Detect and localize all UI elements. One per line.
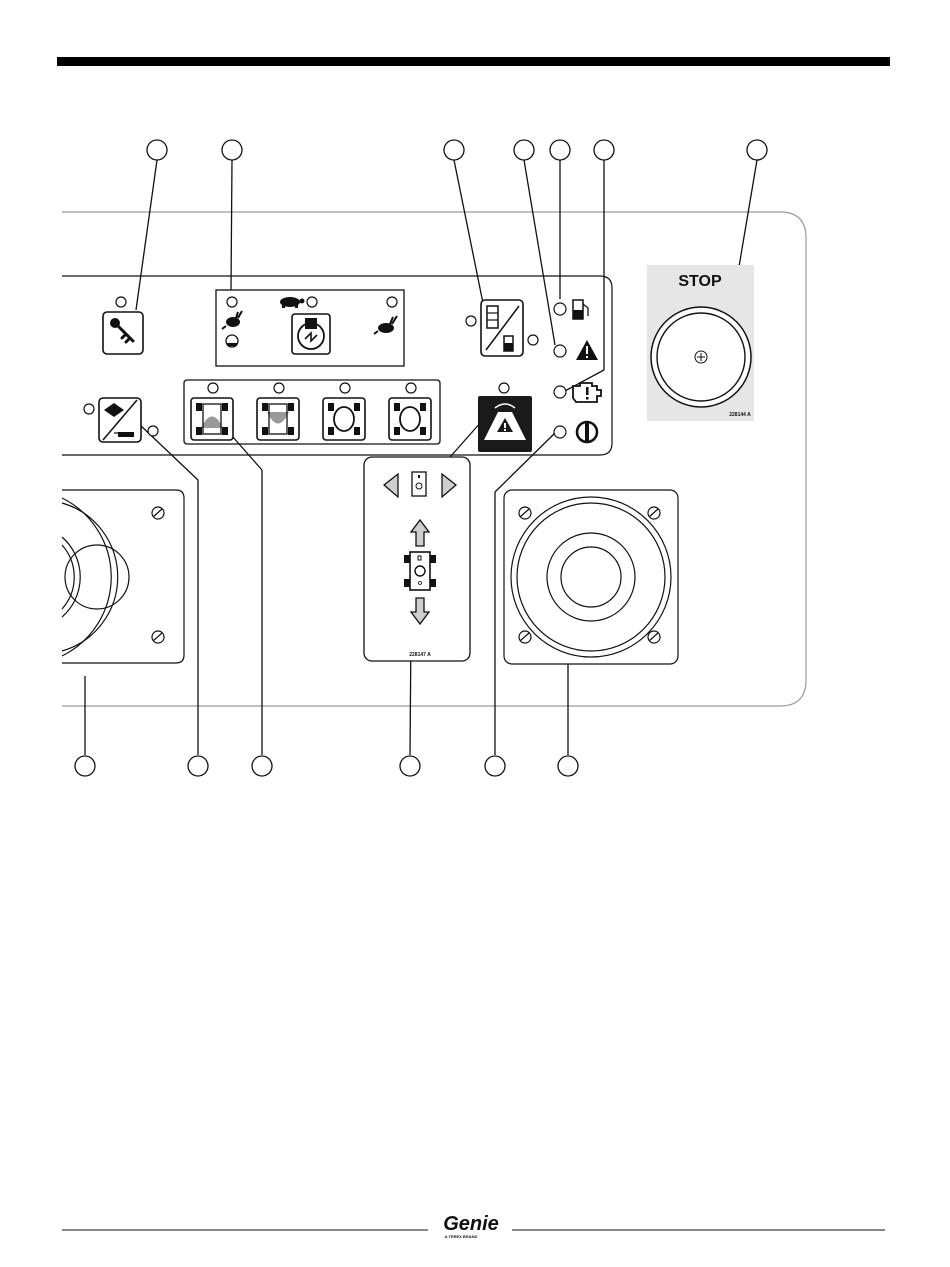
indicator-light — [499, 383, 509, 393]
indicator-light — [148, 426, 158, 436]
indicator-light — [340, 383, 350, 393]
callout-steer-enable — [188, 756, 208, 776]
callout-left-joystick — [75, 756, 95, 776]
indicator-light — [554, 426, 566, 438]
steer-mode-rear-button[interactable] — [257, 398, 299, 440]
brand-logo: Genie — [443, 1213, 499, 1235]
indicator-light — [528, 335, 538, 345]
engine-start-button[interactable] — [292, 314, 330, 354]
steer-mode-buttons — [208, 383, 416, 393]
emergency-stop-button[interactable] — [651, 307, 751, 407]
steer-mode-front-button[interactable] — [191, 398, 233, 440]
stop-label: STOP — [678, 273, 722, 290]
callout-drive-decal — [400, 756, 420, 776]
warning-icon — [576, 340, 598, 360]
header-rule — [57, 57, 890, 66]
indicator-light — [274, 383, 284, 393]
steer-enable-button[interactable] — [99, 398, 141, 442]
lift-drive-button[interactable] — [478, 396, 532, 452]
steer-indicator-icon — [412, 472, 426, 496]
indicator-light — [84, 404, 94, 414]
callout-power — [485, 756, 505, 776]
indicator-light — [227, 297, 237, 307]
callout-warning — [514, 140, 534, 160]
indicator-light — [387, 297, 397, 307]
callout-key — [147, 140, 167, 160]
indicator-light — [466, 316, 476, 326]
turtle-icon — [280, 297, 305, 308]
indicator-light — [554, 345, 566, 357]
brand-tagline: A TEREX BRAND — [445, 1234, 478, 1239]
callout-stop — [747, 140, 767, 160]
callout-speed — [222, 140, 242, 160]
callout-right-joystick — [558, 756, 578, 776]
indicator-light — [554, 303, 566, 315]
check-engine-icon — [573, 383, 601, 402]
callout-check-engine — [594, 140, 614, 160]
stop-decal-code: 228144 A — [729, 412, 751, 418]
callout-steer-modes — [252, 756, 272, 776]
fuel-icon — [573, 300, 588, 319]
indicator-light — [307, 297, 317, 307]
drive-decal-code: 228147 A — [409, 652, 431, 658]
indicator-light — [208, 383, 218, 393]
battery-fuel-button[interactable] — [481, 300, 523, 356]
steer-mode-coordinated-button[interactable] — [389, 398, 431, 440]
power-icon — [577, 421, 597, 443]
indicator-light — [116, 297, 126, 307]
rabbit-icon — [374, 316, 397, 334]
rabbit-icon — [222, 311, 242, 329]
left-joystick[interactable] — [62, 490, 184, 663]
indicator-light — [554, 386, 566, 398]
indicator-light — [406, 383, 416, 393]
key-button[interactable] — [103, 312, 143, 354]
callout-battery-fuel — [444, 140, 464, 160]
callout-fuel — [550, 140, 570, 160]
right-joystick[interactable] — [504, 490, 678, 664]
glow-plug-icon — [226, 335, 238, 347]
steer-mode-crab-button[interactable] — [323, 398, 365, 440]
